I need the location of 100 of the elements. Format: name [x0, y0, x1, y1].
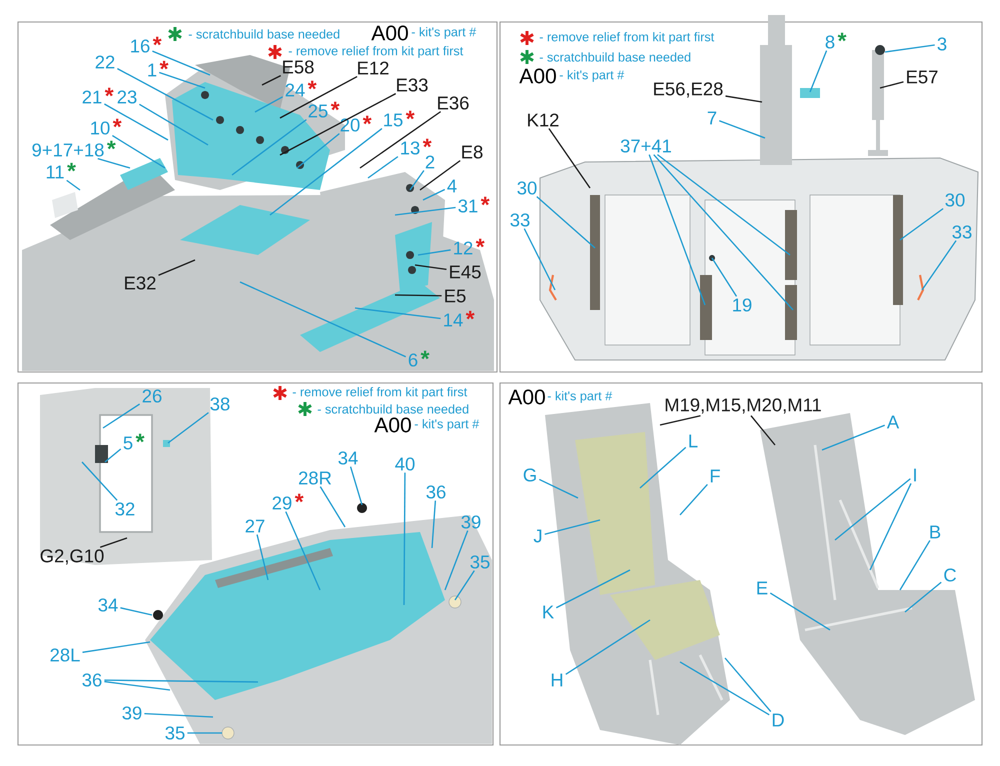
- leader-line: [431, 500, 436, 548]
- leader-line: [653, 154, 794, 310]
- callout-label: J: [534, 530, 542, 542]
- callout-label: E36: [438, 96, 469, 110]
- leader-line: [296, 133, 340, 168]
- callout-label: E33: [397, 78, 428, 92]
- door-drawing: [40, 388, 212, 565]
- leader-line: [680, 484, 708, 516]
- asterisk-mark: *: [362, 116, 372, 124]
- leader-line: [368, 156, 398, 179]
- callout-label: 1: [148, 64, 156, 76]
- callout-label: 28R: [299, 471, 332, 485]
- pedestal-drawing: [760, 15, 820, 165]
- leader-line: [82, 462, 118, 501]
- lever-drawing: [868, 45, 888, 156]
- asterisk-mark: *: [294, 494, 304, 502]
- asterisk-mark: *: [838, 32, 846, 42]
- leader-line: [159, 72, 206, 89]
- callout-label: 5: [124, 436, 132, 450]
- leader-line: [724, 658, 772, 712]
- leader-line: [187, 732, 222, 734]
- legend-text: - scratchbuild base needed: [188, 29, 340, 39]
- callout-label: 39: [122, 706, 142, 720]
- leader-line: [680, 661, 770, 716]
- legend-text: - kit's part #: [548, 391, 612, 403]
- legend-text: - scratchbuild base needed: [318, 404, 468, 414]
- callout-label: K: [543, 606, 554, 618]
- callout-label: G: [524, 468, 536, 482]
- leader-line: [418, 249, 451, 256]
- leader-line: [660, 415, 701, 426]
- callout-label: 34: [338, 451, 358, 465]
- callout-label: C: [944, 568, 956, 582]
- asterisk-mark: *: [112, 118, 122, 128]
- leader-line: [719, 120, 766, 139]
- part-code-sample: A00: [371, 26, 408, 40]
- leader-line: [884, 44, 935, 53]
- part-code-sample: A00: [508, 390, 545, 404]
- leader-line: [360, 111, 442, 169]
- callout-label: 22: [96, 56, 114, 68]
- callout-label: 40: [395, 457, 415, 471]
- leader-line: [770, 592, 830, 631]
- callout-label: 14: [444, 314, 463, 326]
- leader-line: [280, 76, 358, 119]
- leader-line: [240, 281, 406, 358]
- leader-line: [420, 160, 461, 191]
- legend-text: - kit's part #: [414, 419, 480, 431]
- callout-label: 3: [938, 37, 946, 51]
- leader-line: [98, 158, 130, 169]
- leader-line: [354, 307, 441, 320]
- callout-label: 2: [426, 156, 434, 168]
- leader-line: [536, 196, 596, 248]
- leader-line: [834, 478, 911, 540]
- leader-line: [320, 486, 346, 528]
- leader-line: [640, 446, 686, 488]
- callout-label: 35: [165, 726, 184, 740]
- leader-line: [232, 119, 307, 176]
- leader-line: [254, 96, 283, 113]
- callout-label: D: [772, 714, 784, 726]
- asterisk-mark: *: [136, 434, 144, 442]
- leader-line: [350, 466, 363, 506]
- leader-line: [711, 258, 738, 297]
- callout-label: 33: [510, 213, 530, 227]
- legend-text: - kit's part #: [560, 70, 624, 82]
- callout-label: 6: [408, 353, 418, 367]
- callout-label: 27: [246, 520, 264, 532]
- leader-line: [256, 534, 269, 580]
- callout-label: 25: [308, 104, 328, 118]
- callout-label: 36: [82, 673, 102, 687]
- leader-line: [285, 511, 321, 590]
- leader-line: [809, 50, 828, 92]
- leader-line: [657, 154, 790, 256]
- leader-line: [104, 448, 122, 462]
- leader-line: [270, 128, 382, 216]
- asterisk-mark: *: [152, 36, 162, 46]
- leader-line: [280, 93, 396, 156]
- leader-line: [262, 75, 282, 86]
- leader-line: [168, 412, 209, 444]
- callout-label: 10: [91, 121, 110, 135]
- leader-line: [822, 424, 885, 451]
- leader-line: [144, 712, 214, 718]
- callout-label: E58: [283, 60, 314, 74]
- callout-label: 30: [517, 181, 537, 195]
- leader-line: [869, 483, 912, 570]
- callout-label: 28L: [50, 648, 80, 662]
- asterisk-mark: *: [160, 60, 168, 70]
- callout-label: 34: [98, 598, 118, 612]
- asterisk-mark: *: [420, 350, 430, 360]
- callout-label: 16: [131, 39, 150, 53]
- callout-label: L: [689, 434, 698, 448]
- part-code-sample: A00: [374, 418, 411, 432]
- callout-label: 11: [46, 166, 64, 178]
- asterisk-mark: *: [104, 88, 114, 96]
- leader-line: [921, 240, 957, 290]
- legend-text: - remove relief from kit part first: [540, 32, 714, 44]
- asterisk-mark: *: [308, 80, 317, 90]
- leader-line: [539, 478, 578, 499]
- callout-label: 38: [210, 397, 230, 411]
- leader-line: [414, 264, 447, 270]
- asterisk-mark: *: [422, 138, 432, 148]
- callout-label: E8: [462, 145, 482, 159]
